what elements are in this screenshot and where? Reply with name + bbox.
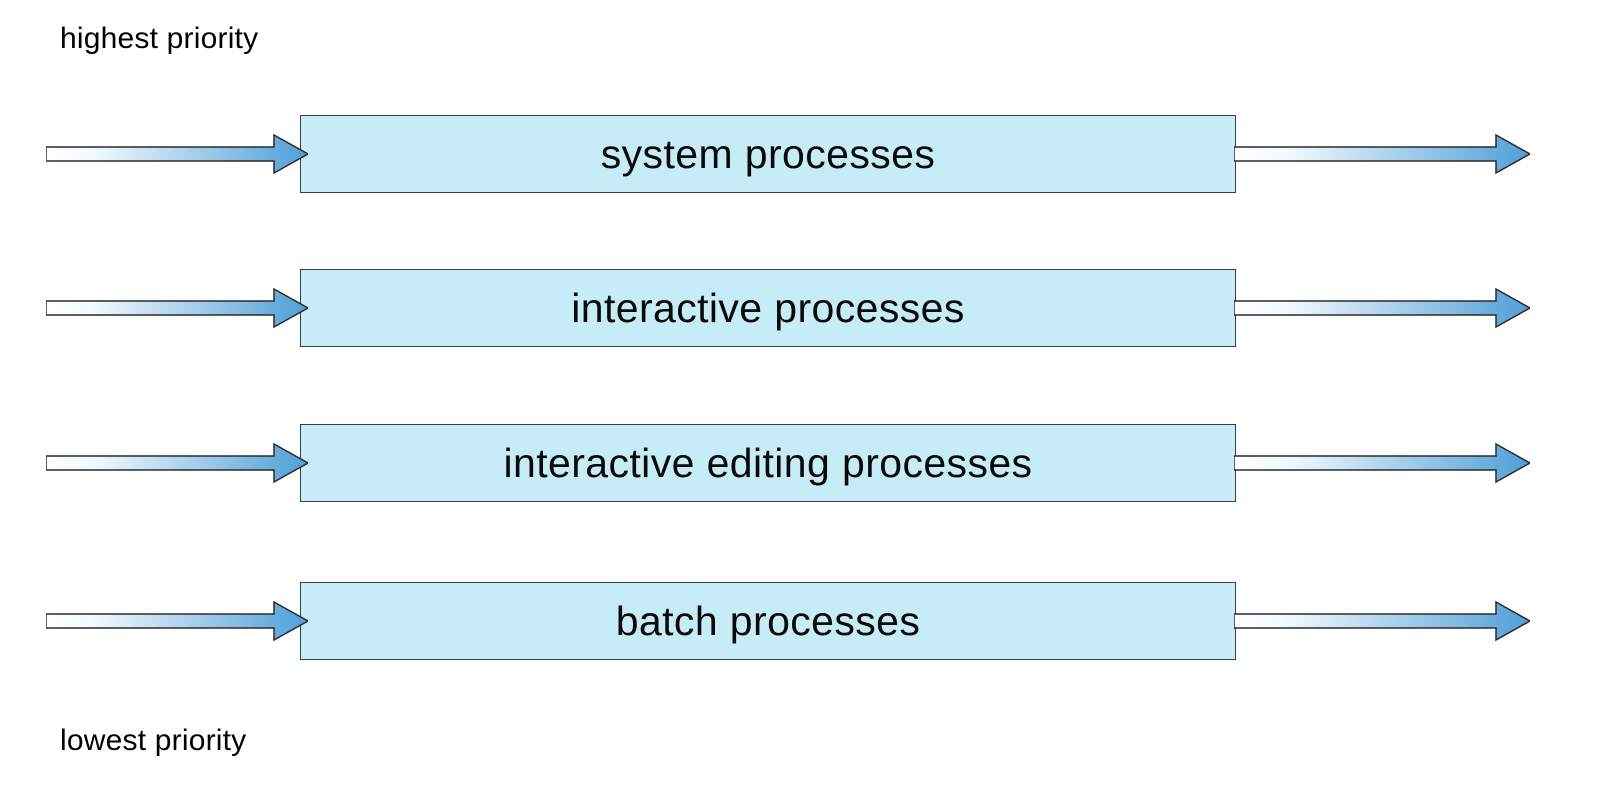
incoming-arrow [46,600,308,642]
outgoing-arrow [1234,600,1530,642]
queue-box[interactable]: interactive editing processes [300,424,1236,502]
queue-box-label: batch processes [615,597,921,644]
outgoing-arrow [1234,287,1530,329]
incoming-arrow [46,442,308,484]
queue-box[interactable]: system processes [300,115,1236,193]
queue-box-label: interactive editing processes [503,439,1033,486]
incoming-arrow [46,287,308,329]
lowest-priority-label: lowest priority [60,724,247,757]
incoming-arrow [46,133,308,175]
queue-box-label: interactive processes [571,284,965,331]
queue-box-label: system processes [600,130,936,177]
outgoing-arrow [1234,442,1530,484]
highest-priority-label: highest priority [60,22,259,55]
queue-box[interactable]: batch processes [300,582,1236,660]
queue-box[interactable]: interactive processes [300,269,1236,347]
outgoing-arrow [1234,133,1530,175]
